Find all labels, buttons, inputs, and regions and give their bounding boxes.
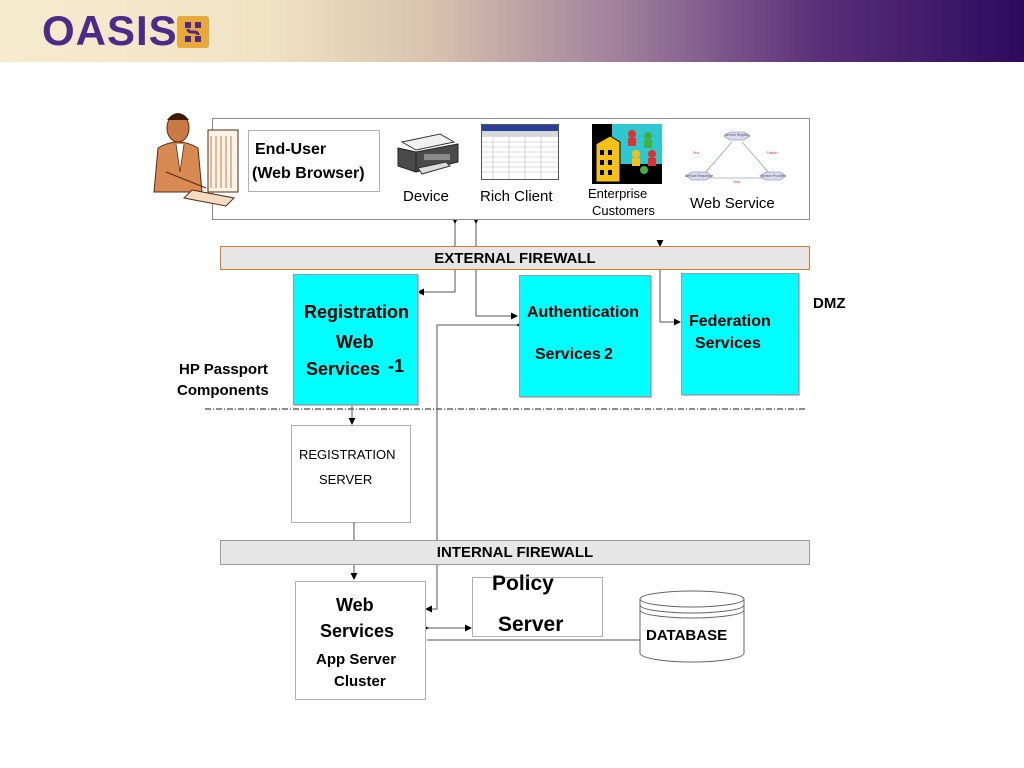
ws-provider-label: Service Provider	[761, 174, 787, 178]
federation-line1: Federation	[689, 313, 771, 330]
app-server-cluster-box	[295, 581, 426, 700]
registration-web-services-box	[293, 274, 418, 405]
database-cylinder-icon	[639, 590, 745, 663]
web-browser-label: (Web Browser)	[252, 165, 365, 182]
hp-passport-line2: Components	[177, 382, 269, 399]
connector-authentication-appserver	[425, 321, 523, 613]
external-firewall-label: EXTERNAL FIREWALL	[434, 250, 596, 267]
oasis-logo-text: OASIS	[42, 7, 178, 54]
federation-line2: Services	[695, 335, 761, 352]
app-server-line1: Web	[336, 595, 374, 615]
app-server-line3: App Server	[316, 651, 397, 668]
customers-label: Customers	[592, 203, 655, 218]
ws-requestor-label: Service Requestor	[685, 174, 714, 178]
external-firewall-bar: EXTERNAL FIREWALL	[220, 246, 810, 270]
registration-ws-line1: Registration	[304, 302, 410, 322]
end-user-box	[248, 130, 380, 192]
rich-client-label: Rich Client	[480, 188, 553, 205]
connector-webservice-federation	[656, 240, 681, 326]
dmz-label: DMZ	[813, 295, 846, 312]
device-label: Device	[403, 188, 449, 205]
end-user-label: End-User	[255, 141, 327, 158]
enterprise-label: Enterprise	[588, 186, 648, 201]
policy-server-line2: Server	[498, 613, 564, 636]
federation-services-box	[681, 273, 799, 395]
registration-ws-suffix: -1	[388, 356, 405, 376]
web-service-label: Web Service	[690, 195, 775, 212]
app-server-line2: Services	[320, 621, 395, 641]
enterprise-building-icon	[592, 124, 662, 184]
oasis-logo-mark-icon	[177, 16, 209, 48]
registration-ws-line2: Web	[336, 332, 374, 352]
internal-firewall-bar: INTERNAL FIREWALL	[220, 540, 810, 565]
policy-server-box	[472, 577, 603, 637]
person-at-computer-icon	[153, 113, 239, 207]
authentication-services-box	[519, 275, 651, 397]
authentication-line2: Services	[535, 346, 601, 363]
ws-registry-label: Service Registry	[725, 133, 750, 137]
ws-find-label: Find	[693, 151, 700, 155]
app-server-line4: Cluster	[334, 673, 386, 690]
printer-icon	[397, 133, 459, 175]
header-banner: OASIS	[0, 0, 1024, 62]
ws-publish-label: Publish	[766, 151, 777, 155]
internal-firewall-label: INTERNAL FIREWALL	[436, 544, 594, 561]
hp-passport-line1: HP Passport	[179, 361, 268, 378]
registration-ws-line3: Services	[306, 359, 381, 379]
spreadsheet-window-icon	[481, 124, 559, 180]
authentication-line1: Authentication	[527, 304, 639, 321]
registration-server-box	[291, 425, 411, 523]
authentication-suffix: 2	[604, 346, 613, 363]
policy-server-line1: Policy	[492, 572, 554, 595]
database-label: DATABASE	[646, 627, 728, 644]
registration-server-line2: SERVER	[319, 472, 373, 487]
web-service-cycle-icon: Service Registry Find Publish Service Re…	[685, 131, 787, 184]
ws-bind-label: Bind	[734, 180, 741, 184]
registration-server-line1: REGISTRATION	[299, 447, 396, 462]
